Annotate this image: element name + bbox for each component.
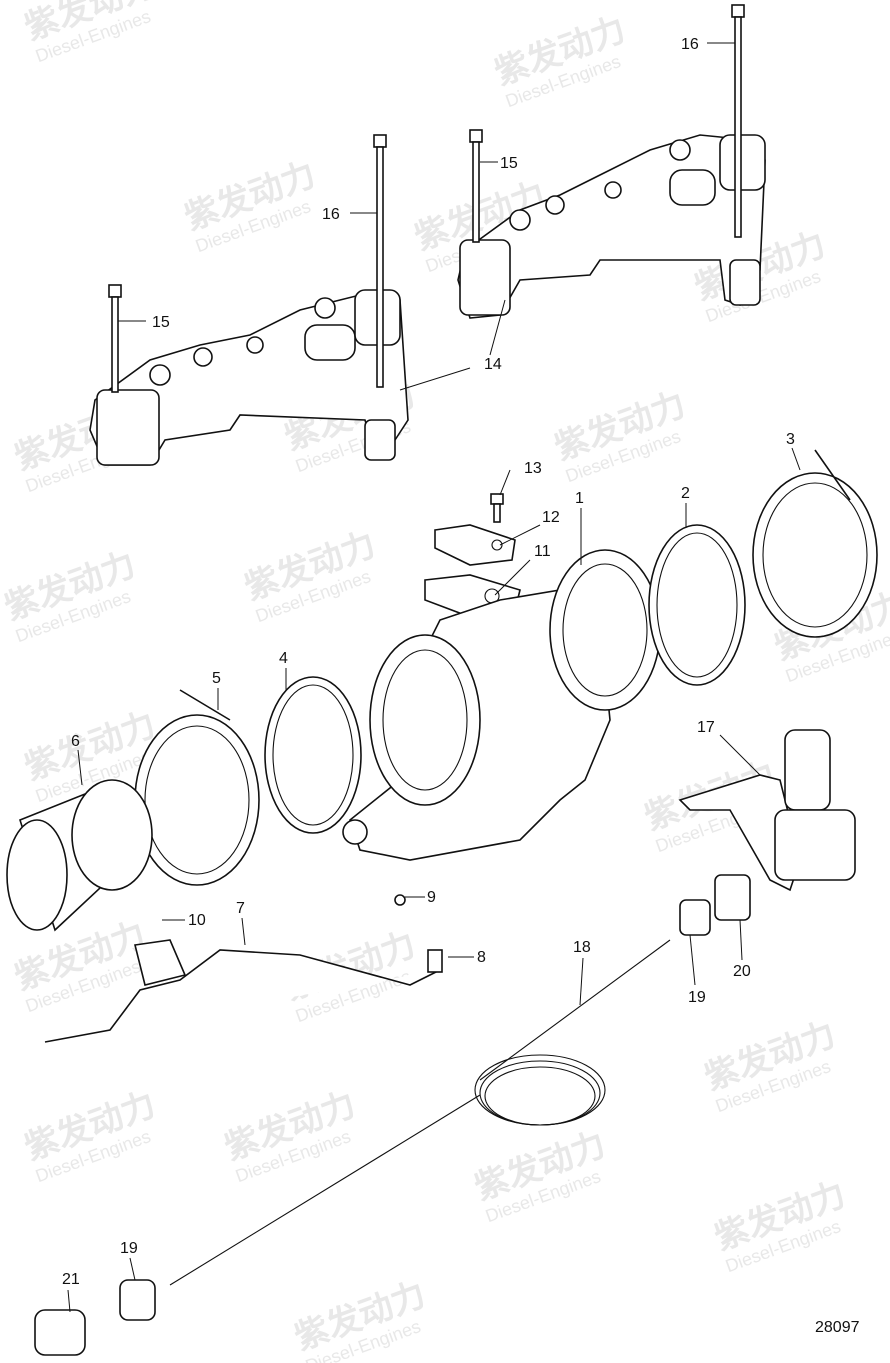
- callout-16: 16: [322, 206, 340, 223]
- callout-9: 9: [427, 889, 436, 906]
- leader-line: [499, 524, 541, 546]
- leader-line: [129, 1257, 136, 1281]
- callout-19: 19: [120, 1240, 138, 1257]
- callout-15: 15: [500, 155, 518, 172]
- callout-15: 15: [152, 314, 170, 331]
- callout-8: 8: [477, 949, 486, 966]
- leader-line: [399, 367, 471, 391]
- sensor-cable-18: [34, 874, 751, 1356]
- leader-line: [689, 934, 696, 986]
- figure-number: 28097: [815, 1319, 860, 1336]
- callout-6: 6: [71, 733, 80, 750]
- leader-line: [791, 447, 801, 471]
- callout-17: 17: [697, 719, 715, 736]
- gasket-4: [264, 676, 362, 834]
- callout-21: 21: [62, 1271, 80, 1288]
- leader-line: [67, 1289, 71, 1313]
- callout-4: 4: [279, 650, 288, 667]
- callout-13: 13: [524, 460, 542, 477]
- rocker-bridge-right: [457, 134, 766, 319]
- callout-1: 1: [575, 490, 584, 507]
- pipe-7: [44, 894, 443, 1043]
- callout-7: 7: [236, 900, 245, 917]
- leader-line: [739, 919, 743, 961]
- leader-line: [489, 299, 506, 356]
- leader-line: [241, 917, 246, 946]
- leader-line: [77, 749, 83, 786]
- callout-2: 2: [681, 485, 690, 502]
- callout-10: 10: [188, 912, 206, 929]
- clamp-5: [134, 689, 260, 886]
- gasket-2: [648, 524, 746, 686]
- callout-11: 11: [534, 543, 551, 560]
- callout-18: 18: [573, 939, 591, 956]
- callout-12: 12: [542, 509, 560, 526]
- callout-5: 5: [212, 670, 221, 687]
- clamp-3: [752, 449, 878, 638]
- pipe-6: [6, 779, 153, 932]
- callout-20: 20: [733, 963, 751, 980]
- leader-line: [494, 559, 531, 596]
- leader-line: [719, 734, 761, 776]
- leader-line: [579, 957, 584, 1006]
- callout-3: 3: [786, 431, 795, 448]
- bolts: [108, 4, 745, 523]
- callout-19: 19: [688, 989, 706, 1006]
- rocker-bridge-left: [89, 289, 409, 466]
- gaskets-small: [424, 524, 521, 616]
- bracket-actuator-17: [678, 729, 856, 892]
- leader-line: [499, 469, 511, 496]
- callout-14: 14: [484, 356, 502, 373]
- callout-16: 16: [681, 36, 699, 53]
- exhaust-housing: [342, 549, 661, 861]
